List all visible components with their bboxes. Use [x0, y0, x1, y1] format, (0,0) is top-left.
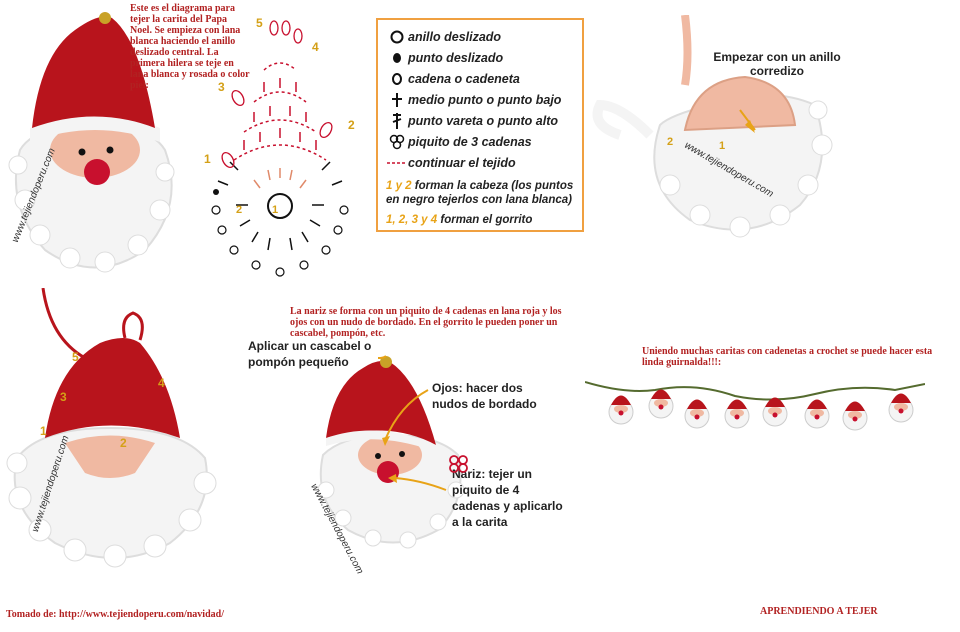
legend-label: cadena o cadeneta [408, 71, 520, 86]
bl-num-2: 2 [120, 436, 127, 450]
legend-label: medio punto o punto bajo [408, 92, 562, 107]
diagram-num-5: 5 [256, 16, 263, 30]
magic-ring-photo [592, 15, 833, 238]
filled-dot-icon [386, 51, 408, 65]
legend-item: punto deslizado [386, 47, 574, 68]
santa-photo-bottom-middle [318, 356, 465, 549]
eyes-label: Ojos: hacer dos nudos de bordado [432, 381, 537, 411]
diagram-num-2-head: 2 [236, 204, 243, 216]
picot-4-icon [449, 455, 468, 473]
bell-icon [380, 356, 392, 368]
ring-icon [267, 193, 293, 219]
legend-note-num: 1 y 2 [386, 180, 412, 192]
garland-santa [724, 399, 750, 429]
arrow-bell-icon [377, 355, 387, 359]
bell-label: Aplicar un cascabel o pompón pequeño [248, 339, 372, 369]
garland-santa [684, 399, 710, 429]
nose-shape [84, 159, 110, 185]
footer-brand: APRENDIENDO A TEJER [760, 606, 878, 617]
garland-text: Uniendo muchas caritas con cadenetas a c… [642, 346, 933, 368]
legend-item: continuar el tejido [386, 152, 574, 173]
intro-text: Este es el diagrama para tejer la carita… [130, 3, 250, 91]
garland-santa [888, 393, 914, 423]
filled-dot-icon [213, 189, 219, 195]
santa-photo-top-left [8, 12, 175, 273]
double-cross-icon [386, 112, 408, 130]
diagram-num-2-hat: 2 [348, 118, 355, 132]
hat-shape [326, 360, 436, 445]
legend-item: cadena o cadeneta [386, 68, 574, 89]
garland-santa [842, 401, 868, 431]
legend-label: punto vareta o punto alto [408, 113, 558, 128]
legend-item: piquito de 3 cadenas [386, 131, 574, 152]
legend-note-text: forman el gorrito [440, 214, 533, 226]
legend-label: continuar el tejido [408, 155, 516, 170]
nose-label: Nariz: tejer un piquito de 4 cadenas y a… [452, 467, 563, 529]
santa-photo-bottom-left [6, 288, 217, 568]
bl-num-4: 4 [158, 376, 165, 390]
garland-photo [585, 381, 925, 431]
magic-ring-caption: Empezar con un anillo corredizo [713, 50, 841, 78]
crochet-diagram [211, 20, 349, 277]
legend-label: punto deslizado [408, 50, 504, 65]
legend-note-hat: 1, 2, 3 y 4 forman el gorrito [386, 213, 574, 227]
diagram-num-1-head: 1 [272, 204, 279, 216]
legend-item: punto vareta o punto alto [386, 110, 574, 131]
diagram-num-1-hat: 1 [204, 152, 211, 166]
arrow-eyes-icon [384, 389, 429, 441]
ring-icon [386, 30, 408, 44]
cross-icon [386, 92, 408, 108]
garland-santa [762, 397, 788, 427]
footer-source: Tomado de: http://www.tejiendoperu.com/n… [6, 609, 224, 620]
legend-item: anillo deslizado [386, 26, 574, 47]
photo-num-1: 1 [719, 140, 726, 152]
garland-santa [804, 399, 830, 429]
legend-note-text: forman la cabeza (los puntos en negro te… [386, 180, 574, 206]
hat-shape [45, 338, 180, 438]
nose-explanation-text: La nariz se forma con un piquito de 4 ca… [290, 306, 562, 339]
diagram-num-4: 4 [312, 40, 319, 54]
picot-icon [386, 133, 408, 151]
legend-box: anillo deslizado punto deslizado cadena … [376, 18, 584, 232]
skin-half-circle [683, 75, 797, 132]
legend-label: anillo deslizado [408, 29, 502, 44]
legend-label: piquito de 3 cadenas [408, 134, 532, 149]
arrow-nose-icon [394, 477, 447, 491]
bl-num-1: 1 [40, 424, 47, 438]
legend-item: medio punto o punto bajo [386, 89, 574, 110]
garland-santa [608, 395, 634, 425]
legend-note-num: 1, 2, 3 y 4 [386, 214, 438, 226]
hat-shape [32, 16, 155, 128]
oval-icon [386, 72, 408, 86]
annotation-arrows [377, 355, 447, 491]
garland-santa [648, 389, 674, 419]
diagram-num-3: 3 [218, 80, 225, 94]
dashed-line-icon [386, 160, 408, 166]
photo-num-2: 2 [667, 136, 674, 148]
bl-num-3: 3 [60, 390, 67, 404]
legend-note-head: 1 y 2 forman la cabeza (los puntos en ne… [386, 179, 574, 207]
bl-num-5: 5 [72, 350, 79, 364]
bell-icon [99, 12, 111, 24]
